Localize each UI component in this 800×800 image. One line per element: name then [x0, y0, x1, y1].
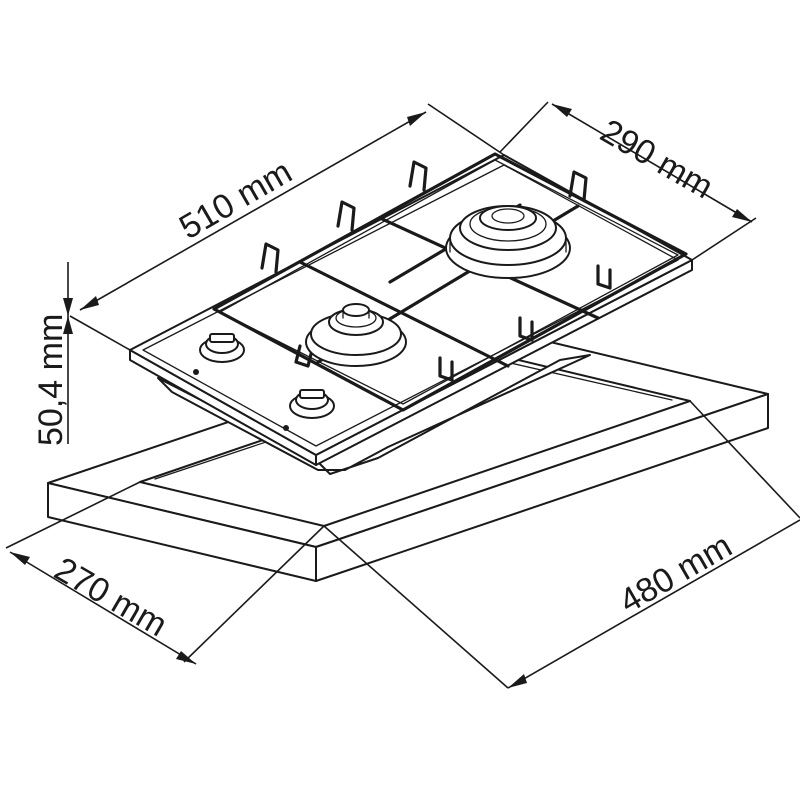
dimension-510-mm	[69, 103, 505, 351]
small-burner	[305, 303, 407, 367]
height-label: 50,4 mm	[32, 314, 70, 446]
depth-total-label: 290 mm	[594, 112, 719, 206]
dimension-480-mm	[323, 400, 800, 689]
dimension-50-4-mm	[63, 262, 73, 444]
control-knob-2	[283, 389, 335, 431]
width-total-label: 510 mm	[173, 153, 298, 247]
large-burner	[445, 205, 571, 279]
cutout-width-label: 480 mm	[613, 527, 738, 621]
dimension-290-mm	[499, 101, 757, 261]
cutout-depth-label: 270 mm	[48, 550, 173, 644]
control-knob-1	[193, 333, 245, 375]
dimension-270-mm	[5, 481, 325, 665]
